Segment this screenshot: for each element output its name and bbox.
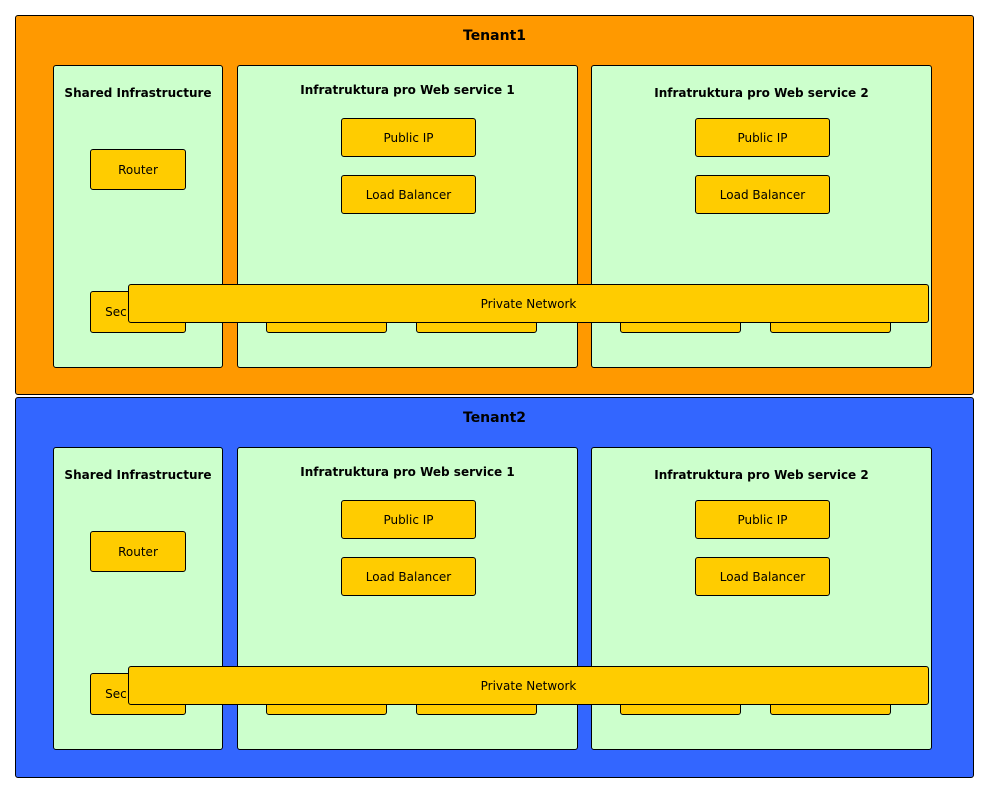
load-balancer-node: Load Balancer (695, 175, 830, 214)
public-ip-node: Public IP (695, 118, 830, 157)
load-balancer-node: Load Balancer (341, 557, 476, 596)
load-balancer-node: Load Balancer (341, 175, 476, 214)
tenant-2-container: Tenant2 Shared Infrastructure Router Sec… (15, 397, 974, 778)
shared-infrastructure-panel: Shared Infrastructure Router Sec. Group … (53, 65, 929, 368)
private-network-node: Private Network (128, 284, 929, 323)
panel-title: Infratruktura pro Web service 2 (654, 468, 869, 482)
load-balancer-node: Load Balancer (695, 557, 830, 596)
router-node: Router (90, 531, 186, 572)
tenant-1-container: Tenant1 Shared Infrastructure Router Sec… (15, 15, 974, 395)
private-network-node: Private Network (128, 666, 929, 705)
tenant-title: Tenant1 (463, 28, 526, 44)
panel-title: Shared Infrastructure (64, 468, 212, 482)
public-ip-node: Public IP (341, 118, 476, 157)
panel-title: Infratruktura pro Web service 1 (300, 465, 515, 479)
public-ip-node: Public IP (341, 500, 476, 539)
shared-infrastructure-panel: Shared Infrastructure Router Sec. Group … (53, 447, 929, 750)
tenant-title: Tenant2 (463, 410, 526, 426)
public-ip-node: Public IP (695, 500, 830, 539)
panel-title: Shared Infrastructure (64, 86, 212, 100)
panel-title: Infratruktura pro Web service 1 (300, 83, 515, 97)
panel-title: Infratruktura pro Web service 2 (654, 86, 869, 100)
router-node: Router (90, 149, 186, 190)
